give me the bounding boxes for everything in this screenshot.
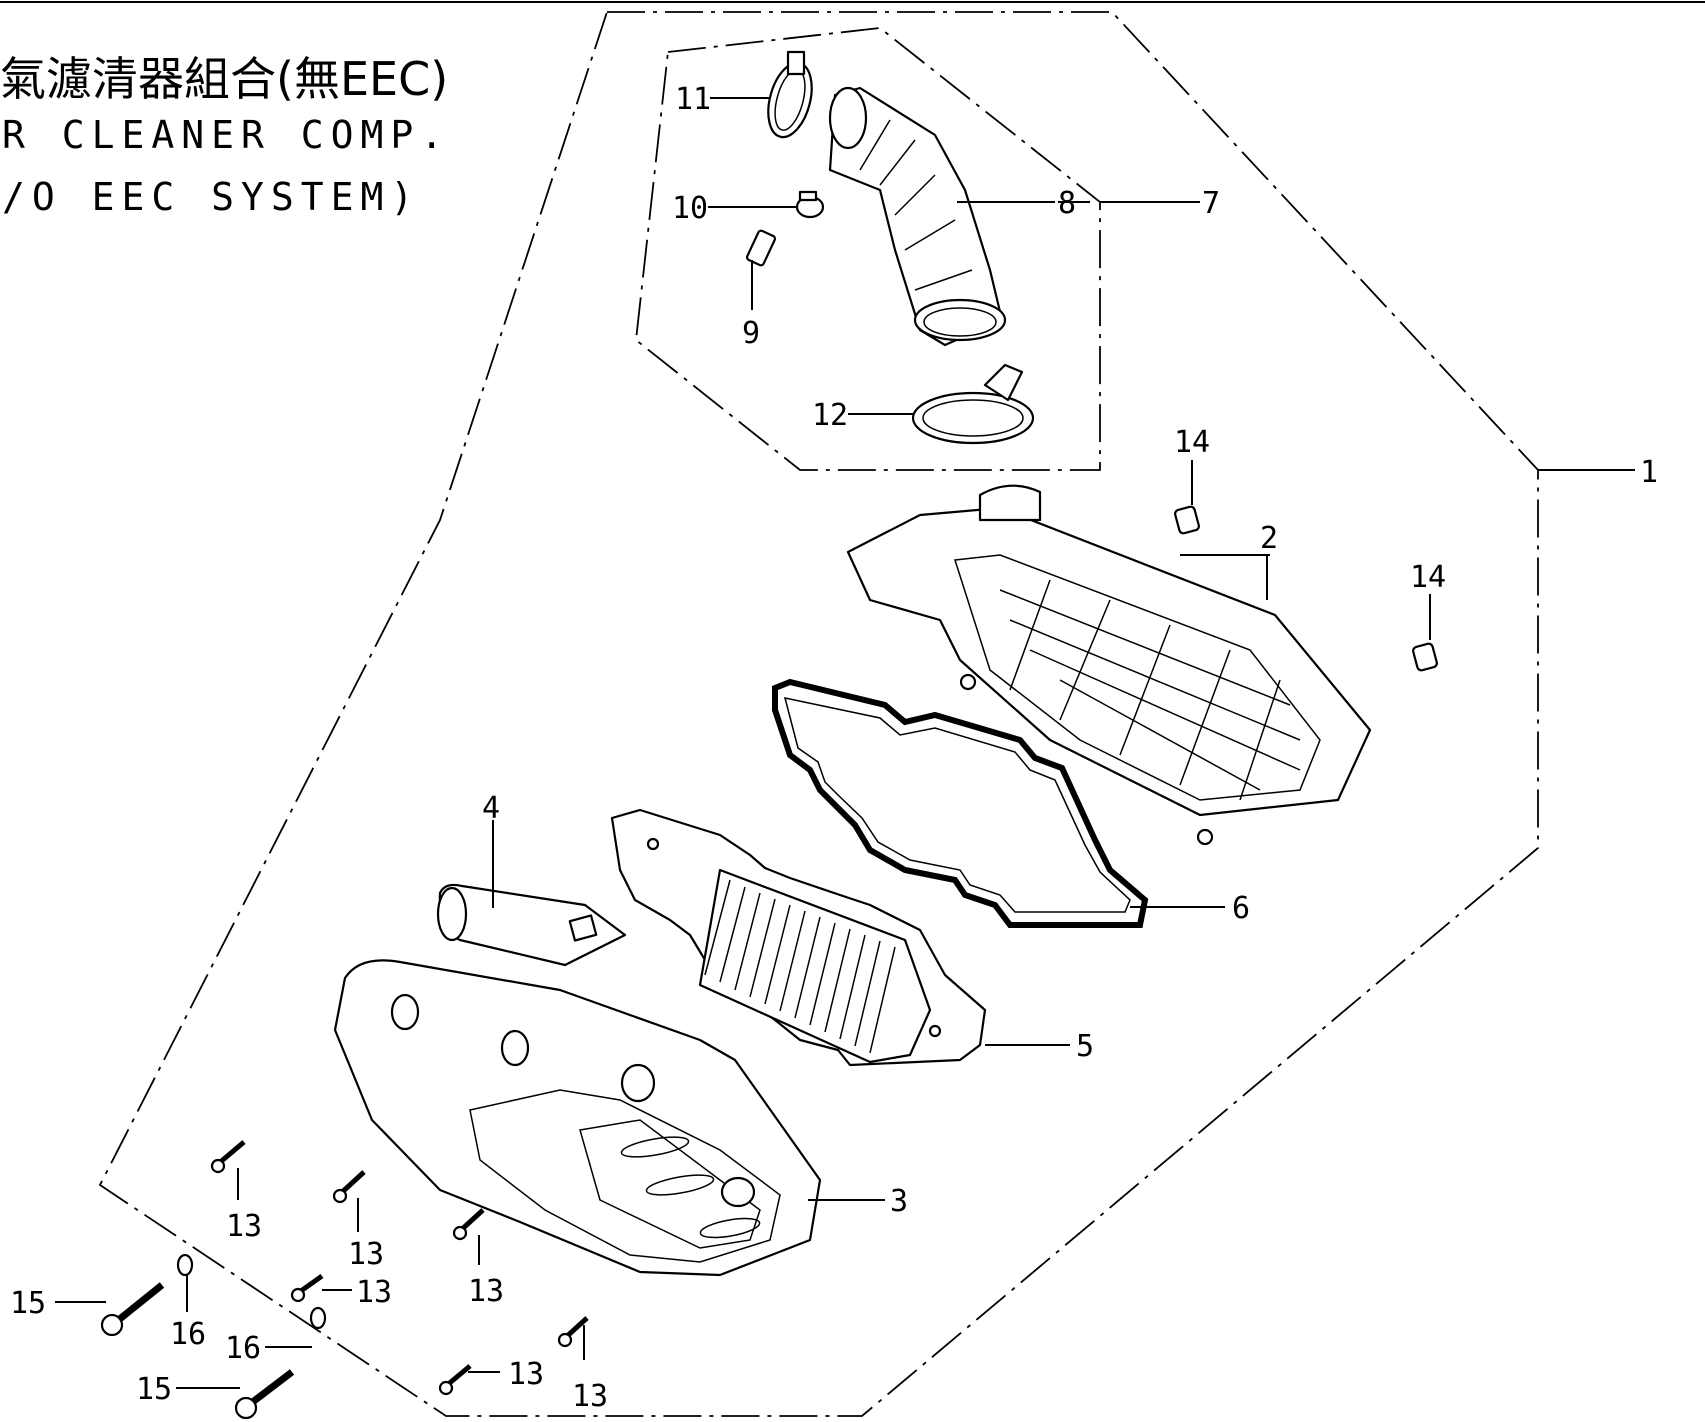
title-english-line1: R CLEANER COMP. (2, 113, 450, 157)
callout-10: 10 (672, 191, 708, 226)
bolt-15-upper (100, 1282, 165, 1337)
callout-15-lower: 15 (136, 1372, 172, 1407)
callout-13-b: 13 (348, 1237, 384, 1272)
callout-15-upper: 15 (10, 1286, 46, 1321)
screw-13-c (452, 1208, 485, 1241)
callout-7: 7 (1202, 186, 1220, 221)
upper-clamp (767, 50, 813, 139)
callout-3: 3 (890, 1184, 908, 1219)
callout-14-upper: 14 (1174, 425, 1210, 460)
callout-13-f: 13 (572, 1379, 608, 1414)
callout-9: 9 (742, 316, 760, 351)
case-gasket (772, 678, 1149, 928)
bolt-15-lower (234, 1369, 295, 1420)
callout-13-e: 13 (508, 1357, 544, 1392)
callout-8: 8 (1058, 186, 1076, 221)
screw-13-b (332, 1170, 366, 1204)
callout-2: 2 (1260, 521, 1278, 556)
grommet-right (1412, 642, 1438, 672)
air-filter-element (610, 808, 987, 1067)
callout-1: 1 (1640, 455, 1658, 490)
callout-4: 4 (482, 791, 500, 826)
drain-tube (436, 883, 627, 967)
assembly-boundary-outer (98, 11, 1539, 1417)
grommet-upper (1174, 505, 1200, 535)
callout-16-upper: 16 (170, 1317, 206, 1352)
washer-16-lower (309, 1306, 327, 1330)
screw-13-f (557, 1316, 589, 1348)
breather-fitting (745, 229, 777, 267)
callout-6: 6 (1232, 891, 1250, 926)
callout-13-d: 13 (356, 1275, 392, 1310)
washer-16-upper (176, 1253, 194, 1277)
air-cleaner-case (846, 484, 1372, 846)
title-english-line2: /O EEC SYSTEM) (2, 175, 420, 219)
callout-13-a: 13 (226, 1209, 262, 1244)
callout-14-right: 14 (1410, 560, 1446, 595)
callout-5: 5 (1076, 1029, 1094, 1064)
screw-13-d (290, 1273, 324, 1303)
callout-13-c: 13 (468, 1274, 504, 1309)
callout-12: 12 (812, 398, 848, 433)
small-clamp (795, 190, 825, 219)
intake-tube-boundary (635, 27, 1101, 471)
connecting-tube (828, 86, 1007, 347)
leader-lines (55, 97, 1635, 1389)
callout-16-lower: 16 (225, 1331, 261, 1366)
screw-13-a (210, 1140, 246, 1174)
air-cleaner-cover (333, 959, 822, 1277)
title-chinese: 氣濾清器組合(無EEC) (0, 52, 448, 106)
callout-11: 11 (675, 82, 711, 117)
lower-clamp (911, 363, 1035, 445)
screw-13-e (438, 1364, 472, 1396)
